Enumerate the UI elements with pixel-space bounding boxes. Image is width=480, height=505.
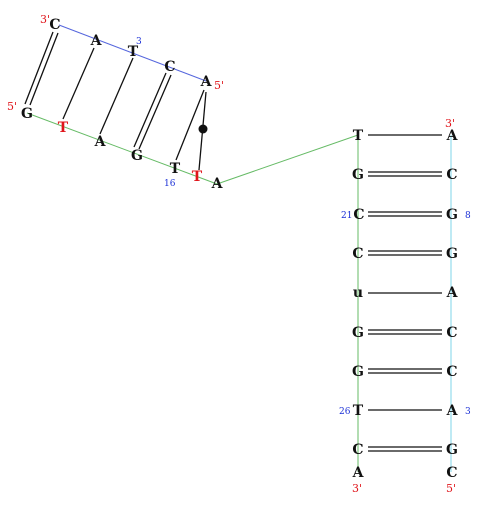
base: T — [128, 44, 139, 60]
end-label-3prime: 3' — [40, 13, 50, 26]
base: G — [352, 167, 364, 183]
base: C — [352, 442, 363, 458]
base: A — [446, 403, 459, 419]
base: G — [131, 148, 143, 164]
base: C — [446, 364, 457, 380]
base: G — [446, 207, 458, 223]
mismatch-dot — [198, 124, 208, 134]
pair-line — [133, 72, 167, 148]
pair-line — [138, 74, 172, 150]
base: A — [90, 33, 103, 49]
base: T — [353, 128, 364, 144]
pair-line — [99, 57, 134, 135]
base: G — [352, 364, 364, 380]
base: C — [446, 465, 457, 481]
base: C — [49, 17, 60, 33]
end-label-5prime: 5' — [214, 79, 224, 92]
base: A — [352, 465, 365, 481]
number-label: 3 — [136, 37, 142, 47]
number-label: 3 — [465, 407, 471, 417]
left-bottom-backbone — [26, 112, 218, 185]
number-label: 26 — [339, 407, 351, 417]
number-label: 8 — [465, 211, 471, 221]
base: A — [211, 176, 224, 192]
end-label-3prime: 3' — [352, 482, 362, 495]
base: C — [164, 59, 175, 75]
number-label: 21 — [341, 211, 352, 221]
base: T — [192, 169, 203, 185]
end-label-3prime: 3' — [445, 117, 455, 130]
left-top-backbone — [58, 24, 207, 82]
base: G — [21, 106, 33, 122]
base: u — [353, 285, 363, 301]
base: A — [94, 134, 107, 150]
base: G — [352, 325, 364, 341]
base: C — [352, 246, 363, 262]
base: T — [58, 120, 69, 136]
base: G — [446, 442, 458, 458]
end-label-5prime: 5' — [7, 100, 17, 113]
connector-backbone — [216, 134, 359, 185]
base: A — [446, 128, 459, 144]
base: C — [446, 325, 457, 341]
base: T — [170, 161, 181, 177]
base: T — [353, 403, 364, 419]
base: C — [446, 167, 457, 183]
base: A — [446, 285, 459, 301]
base: G — [446, 246, 458, 262]
pair-line — [24, 31, 54, 105]
pair-line — [175, 89, 205, 161]
number-label: 16 — [164, 179, 176, 189]
base: A — [200, 74, 213, 90]
pair-line — [29, 32, 59, 106]
pair-line — [62, 47, 95, 120]
end-label-5prime: 5' — [446, 482, 456, 495]
base: C — [353, 207, 364, 223]
